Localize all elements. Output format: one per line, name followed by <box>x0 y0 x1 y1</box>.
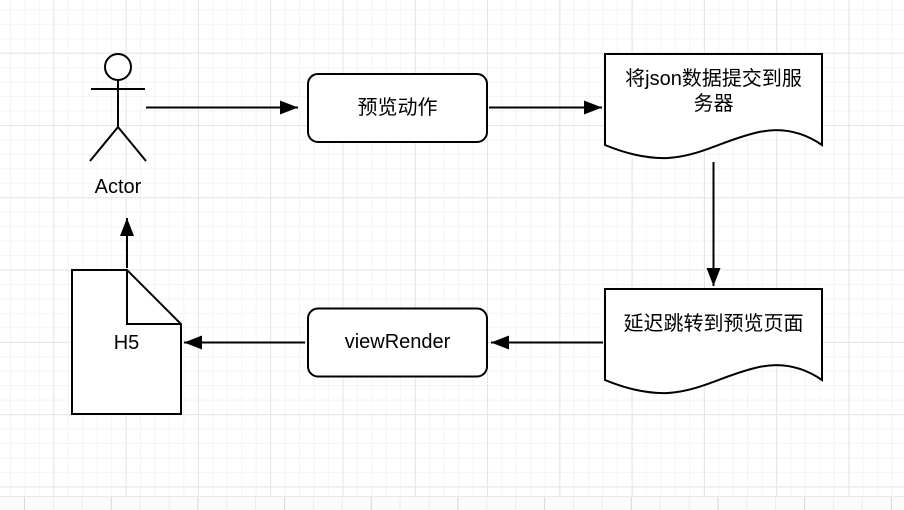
h5-node[interactable] <box>71 269 182 415</box>
actor-body <box>89 80 147 162</box>
view-render-node[interactable] <box>307 307 488 378</box>
canvas-bottom-ruler <box>0 496 904 510</box>
actor-head <box>104 53 132 81</box>
h5-note-fold <box>126 270 181 325</box>
delay-redirect-node[interactable] <box>604 288 823 395</box>
actor-node[interactable] <box>89 53 147 162</box>
submit-json-node[interactable] <box>604 53 823 160</box>
preview-action-node[interactable] <box>307 73 488 143</box>
h5-note-outline <box>71 269 182 415</box>
